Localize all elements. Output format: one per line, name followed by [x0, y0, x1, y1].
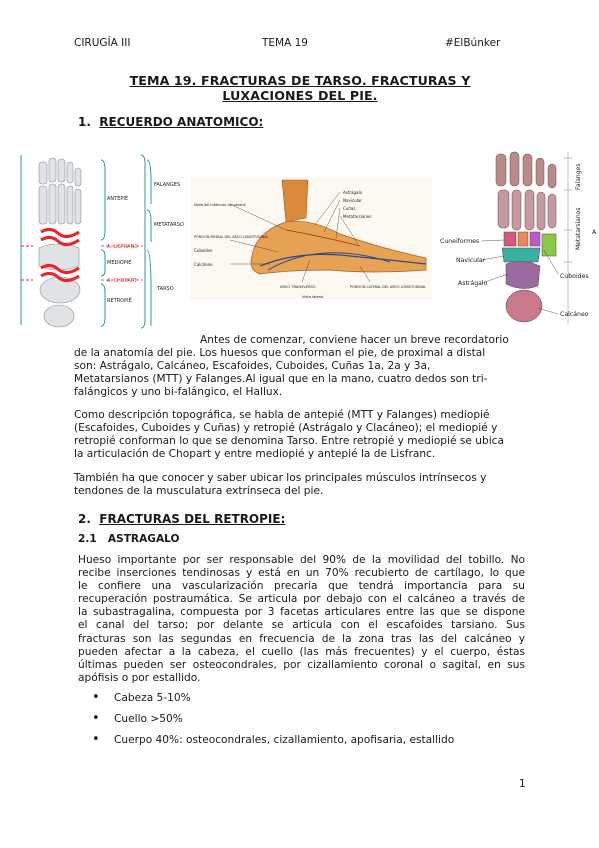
label-navicular-c: Navicular [343, 198, 362, 203]
subsection-2-1-number: 2.1 [78, 533, 97, 545]
intro-p3-line2: tendones de la musculatura extrínseca de… [74, 485, 324, 497]
label-tarso: TARSO [156, 286, 174, 292]
astragalo-line-4: recuperación postraumática. Se articula … [78, 593, 525, 606]
label-antepie: ANTEPIÉ [107, 194, 128, 202]
page-title: TEMA 19. FRACTURAS DE TARSO. FRACTURAS Y… [60, 73, 540, 103]
subsection-2-1-title: ASTRAGALO [107, 533, 180, 545]
title-line-2: LUXACIONES DEL PIE. [222, 88, 378, 103]
label-metatarsianos-r: Metatarsianos [575, 208, 582, 250]
astragalo-line-2: recibe inserciones tendinosas y está en … [78, 567, 525, 580]
list-item: Cuerpo 40%: osteocondrales, cizallamient… [92, 733, 454, 755]
section-1-title: RECUERDO ANATOMICO: [99, 115, 264, 129]
label-calcaneo-r: Calcáneo [560, 310, 589, 318]
foot-regions-figure: ANTEPIÉ A. LISFRANC MEDIOPIÉ A. CHOPART … [17, 150, 189, 330]
label-astragalo-c: Astrágalo [343, 190, 363, 195]
label-retropie: RETROPIÉ [107, 296, 132, 304]
label-metatarsianos-c: Metatarsianos [343, 214, 371, 219]
label-medial-arch-c: PORCIÓN MEDIAL DEL ARCO LONGITUDINAL [194, 234, 268, 239]
intro-p1-line4: Metatarsianos (MTT) y Falanges.Al igual … [74, 373, 488, 385]
intro-p1-line1: Antes de comenzar, conviene hacer un bre… [200, 334, 509, 346]
list-item: Cuello >50% [92, 712, 454, 734]
astragalo-paragraph: Hueso importante por ser responsable del… [78, 554, 525, 685]
astragalo-line-10: apófisis o por estallido. [78, 671, 201, 684]
foot-dorsal-figure: Cuneiformes Navicular Cuboides Astrágalo… [440, 150, 599, 326]
intro-p1-line5: falángicos y uno bi-falángico, el Hallux… [74, 386, 283, 398]
label-calcaneo-c: Calcáneo [194, 262, 213, 267]
section-2-title: FRACTURAS DEL RETROPIE: [99, 512, 286, 526]
astragalo-line-1: Hueso importante por ser responsable del… [78, 554, 525, 566]
label-cuboides-c: Cuboides [194, 248, 213, 253]
header-left: CIRUGÍA III [74, 37, 131, 49]
label-mediopie: MEDIOPIÉ [107, 258, 131, 266]
intro-p2-line4: la articulación de Chopart y entre medio… [74, 448, 436, 460]
intro-p1-line3: son: Astrágalo, Calcáneo, Escafoides, Cu… [74, 360, 431, 372]
label-cuneiformes-r: Cuneiformes [440, 238, 479, 245]
intro-p2-line3: retropié conforman lo que se denomina Ta… [74, 435, 504, 447]
page-number: 1 [519, 778, 526, 790]
header-right: #ElBúnker [445, 37, 501, 49]
astragalo-line-5: la subastragalina, compuesta por 3 facet… [78, 606, 525, 619]
label-metatarso: METATARSO [154, 222, 184, 228]
intro-p2-line2: (Escafoides, Cuboides y Cuñas) y retropi… [74, 422, 498, 434]
astragalo-line-9: últimas pueden ser osteocondrales, por c… [78, 658, 525, 671]
label-navicular-r: Navicular [456, 257, 486, 264]
label-falanges-r: Falanges [575, 164, 582, 190]
label-a-r: A [592, 229, 597, 236]
foot-arches-figure: Astrágalo Navicular Cuñas Metatarsianos … [190, 178, 432, 300]
subsection-2-1-heading: 2.1 ASTRAGALO [78, 533, 180, 545]
astragalo-line-7: fracturas son las segundas en frecuencia… [78, 632, 525, 645]
list-item: Cabeza 5-10% [92, 691, 454, 713]
section-1-number: 1. [78, 115, 91, 129]
label-transverse-arch-c: ARCO TRANSVERSO [280, 285, 316, 289]
section-1-heading: 1. RECUERDO ANATOMICO: [78, 115, 263, 129]
label-lisfranc: A. LISFRANC [107, 244, 138, 250]
intro-p2-line1: Como descripción topográfica, se habla d… [74, 409, 490, 421]
intro-p3-line1: También ha que conocer y saber ubicar lo… [74, 472, 487, 484]
label-falanges: FALANGES [154, 182, 180, 188]
title-line-1: TEMA 19. FRACTURAS DE TARSO. FRACTURAS Y [129, 73, 471, 88]
label-cunas-c: Cuñas [343, 206, 355, 211]
section-2-heading: 2. FRACTURAS DEL RETROPIE: [78, 512, 285, 526]
intro-p1-line2: de la anatomía del pie. Los huesos que c… [74, 347, 486, 359]
label-peroneo-c: Malla del tubérculo del peroné [194, 203, 246, 207]
header-center: TEMA 19 [262, 37, 308, 49]
fracture-frequency-list: Cabeza 5-10% Cuello >50% Cuerpo 40%: ost… [92, 691, 454, 755]
label-cuboides-r: Cuboides [560, 273, 589, 280]
label-lateral-arch-c: PORCIÓN LATERAL DEL ARCO LONGITUDINAL [350, 284, 426, 289]
label-chopart: A. CHOPART [107, 278, 138, 284]
label-astragalo-r: Astrágalo [458, 279, 488, 287]
astragalo-line-3: le confiere una vascularización precaria… [78, 580, 525, 593]
astragalo-line-8: pueden afectar a la cabeza, el cuello (l… [78, 645, 525, 658]
section-2-number: 2. [78, 512, 91, 526]
label-vista-lateral: Vista lateral [302, 295, 324, 299]
astragalo-line-6: el canal del tarso; por delante se artic… [78, 619, 525, 632]
